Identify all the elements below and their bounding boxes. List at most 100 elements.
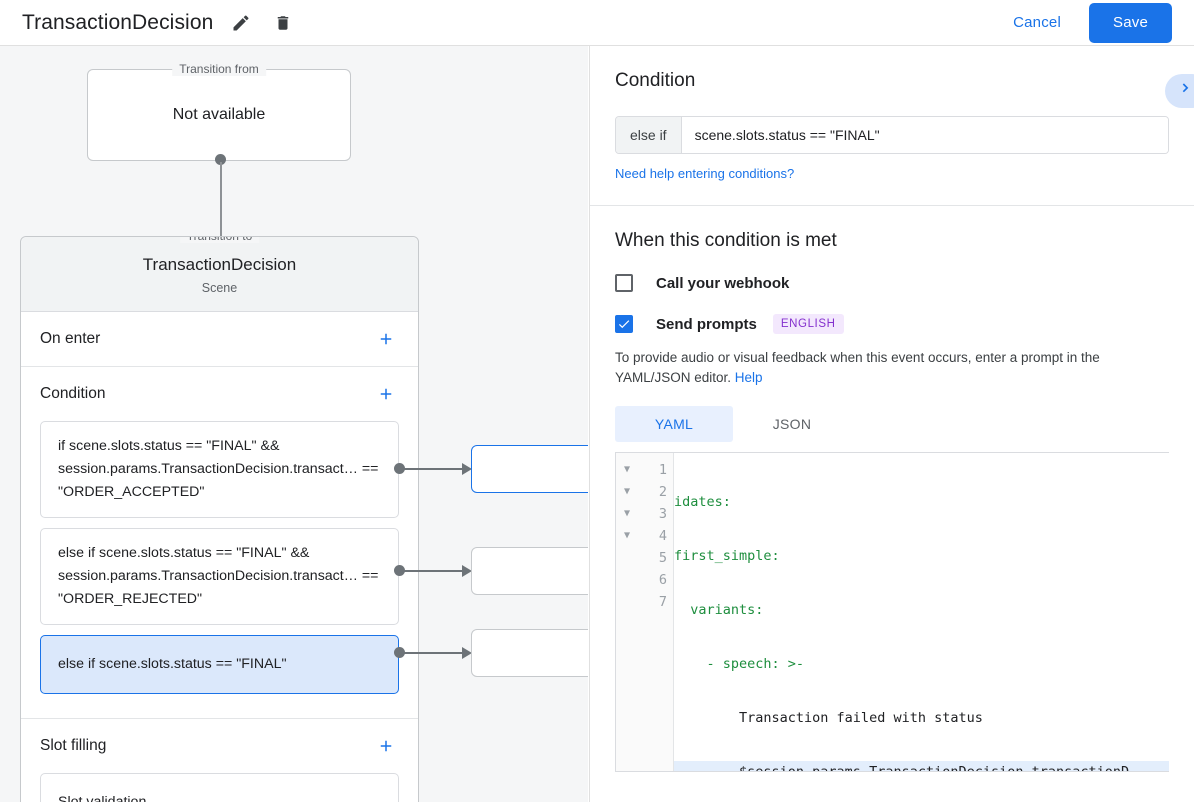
gutter-line[interactable]: ▼4	[616, 525, 673, 547]
call-webhook-checkbox[interactable]	[615, 274, 633, 292]
section-on-enter-header: On enter	[21, 312, 418, 366]
gutter-line[interactable]: 5	[616, 547, 673, 569]
condition-help-link[interactable]: Need help entering conditions?	[615, 166, 795, 181]
gutter-line[interactable]: ▼2	[616, 481, 673, 503]
add-on-enter-button[interactable]	[373, 326, 399, 352]
connector-dot	[394, 565, 405, 576]
edit-name-button[interactable]	[227, 9, 255, 37]
arrow-dot	[215, 154, 226, 165]
connector-line	[403, 652, 465, 654]
webhook-row[interactable]: Call your webhook	[615, 274, 1169, 292]
section-on-enter-title: On enter	[40, 330, 101, 347]
target-node-3[interactable]	[471, 629, 588, 677]
flow-canvas[interactable]: Transition from Not available Transition…	[0, 46, 588, 802]
connector-line	[403, 570, 465, 572]
prompts-help-link[interactable]: Help	[734, 370, 763, 385]
code-line[interactable]: variants:	[674, 602, 764, 618]
top-bar: TransactionDecision Cancel Save	[0, 0, 1194, 46]
gutter-line[interactable]: ▼3	[616, 503, 673, 525]
transition-to-legend: Transition to	[179, 237, 260, 243]
editor-format-tabs: YAML JSON	[615, 406, 1169, 442]
connector-arrow-icon	[462, 647, 472, 659]
save-button[interactable]: Save	[1089, 2, 1172, 43]
scene-type: Scene	[201, 281, 238, 295]
page-title: TransactionDecision	[22, 10, 214, 34]
section-on-enter: On enter	[21, 312, 418, 367]
arrow-line	[220, 162, 222, 247]
transition-from-value: Not available	[172, 106, 266, 123]
connector-2	[394, 565, 474, 577]
code-line[interactable]: idates:	[674, 494, 731, 510]
target-node-1[interactable]	[471, 445, 588, 493]
condition-item-selected[interactable]: else if scene.slots.status == "FINAL"	[40, 635, 399, 694]
connector-arrow-icon	[462, 463, 472, 475]
connector-dot	[394, 463, 405, 474]
condition-editor-row[interactable]: else if	[615, 116, 1169, 154]
editor-gutter: ▼1 ▼2 ▼3 ▼4 5 6 7	[616, 453, 674, 771]
transition-to-card[interactable]: Transition to TransactionDecision Scene …	[20, 236, 419, 802]
canvas-content: Transition from Not available Transition…	[0, 46, 588, 802]
section-condition: Condition if scene.slots.status == "FINA…	[21, 367, 418, 719]
slot-validation-item[interactable]: Slot validation	[40, 773, 399, 802]
tab-json[interactable]: JSON	[772, 416, 812, 432]
condition-item[interactable]: if scene.slots.status == "FINAL" && sess…	[40, 421, 399, 518]
fold-arrow-icon[interactable]: ▼	[624, 530, 631, 541]
fold-arrow-icon[interactable]: ▼	[624, 508, 631, 519]
condition-input[interactable]	[681, 117, 1168, 153]
prompts-hint: To provide audio or visual feedback when…	[615, 348, 1169, 388]
add-slot-filling-button[interactable]	[373, 733, 399, 759]
code-editor[interactable]: ▼1 ▼2 ▼3 ▼4 5 6 7 idates: first_simple: …	[615, 452, 1169, 772]
gutter-line[interactable]: 7	[616, 591, 673, 613]
delete-button[interactable]	[269, 9, 297, 37]
plus-icon	[377, 737, 395, 755]
fold-arrow-icon[interactable]: ▼	[624, 464, 631, 475]
tab-yaml[interactable]: YAML	[615, 406, 733, 442]
language-badge: ENGLISH	[772, 314, 844, 334]
transition-from-card[interactable]: Transition from Not available	[87, 62, 351, 161]
section-slot-filling-title: Slot filling	[40, 737, 107, 754]
section-slot-filling-header: Slot filling	[21, 719, 418, 773]
checkmark-icon	[617, 317, 631, 331]
code-line-highlighted[interactable]: $session.params.TransactionDecision.tran…	[674, 761, 1169, 771]
plus-icon	[377, 385, 395, 403]
connector-arrow-icon	[462, 565, 472, 577]
code-line[interactable]: Transaction failed with status	[674, 710, 983, 726]
editor-code-area[interactable]: idates: first_simple: variants: - speech…	[674, 453, 1169, 771]
scene-header: TransactionDecision Scene	[21, 237, 418, 312]
line-number: 4	[658, 528, 667, 544]
trash-icon	[274, 13, 292, 33]
condition-section: Condition else if Need help entering con…	[590, 46, 1194, 183]
section-slot-filling: Slot filling Slot validation	[21, 719, 418, 802]
connector-3	[394, 647, 474, 659]
line-number: 2	[658, 484, 667, 500]
line-number: 1	[658, 462, 667, 478]
when-condition-met-section: When this condition is met Call your web…	[590, 206, 1194, 772]
target-node-2[interactable]	[471, 547, 588, 595]
when-met-heading: When this condition is met	[615, 230, 837, 251]
add-condition-button[interactable]	[373, 381, 399, 407]
line-number: 7	[658, 594, 667, 610]
connector-1	[394, 463, 474, 475]
section-condition-title: Condition	[40, 385, 106, 402]
prompts-hint-text: To provide audio or visual feedback when…	[615, 350, 1100, 385]
plus-icon	[377, 330, 395, 348]
pencil-icon	[231, 13, 251, 33]
send-prompts-row[interactable]: Send prompts ENGLISH	[615, 314, 1169, 334]
code-line[interactable]: - speech: >-	[674, 656, 805, 672]
transition-from-legend: Transition from	[172, 62, 266, 76]
scene-name: TransactionDecision	[142, 255, 297, 274]
panel-heading: Condition	[615, 70, 696, 91]
line-number: 6	[658, 572, 667, 588]
line-number: 5	[658, 550, 667, 566]
fold-arrow-icon[interactable]: ▼	[624, 486, 631, 497]
connector-dot	[394, 647, 405, 658]
condition-item[interactable]: else if scene.slots.status == "FINAL" &&…	[40, 528, 399, 625]
gutter-line[interactable]: ▼1	[616, 459, 673, 481]
gutter-line[interactable]: 6	[616, 569, 673, 591]
call-webhook-label: Call your webhook	[656, 274, 790, 292]
expand-panel-button[interactable]	[1165, 74, 1194, 108]
cancel-button[interactable]: Cancel	[999, 6, 1075, 39]
section-condition-header: Condition	[21, 367, 418, 421]
code-line[interactable]: first_simple:	[674, 548, 780, 564]
send-prompts-checkbox[interactable]	[615, 315, 633, 333]
